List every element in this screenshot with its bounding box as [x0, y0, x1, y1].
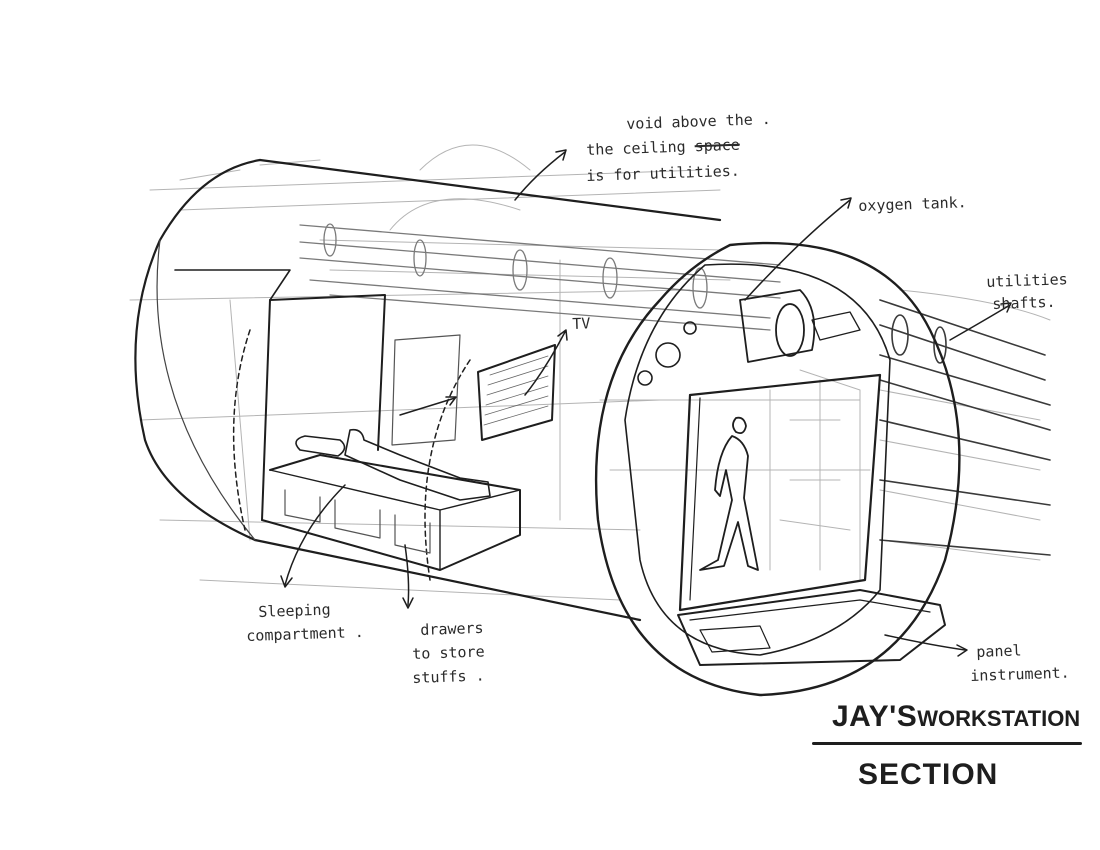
- label-oxygen-tank: oxygen tank.: [858, 193, 967, 215]
- label-sleeping-line1: Sleeping: [258, 600, 331, 621]
- label-utilities-line2: shafts.: [992, 292, 1056, 313]
- oxygen-tank: [739, 289, 861, 363]
- label-void-the: the: [586, 140, 614, 159]
- title-part1: JAY'S: [832, 700, 918, 733]
- rear-window: [391, 334, 461, 446]
- sleeping-compartment: [174, 269, 521, 581]
- sleeping-person: [295, 428, 491, 501]
- pencil-construction-lines: [129, 144, 1051, 601]
- label-void-ceiling: ceiling: [622, 137, 686, 158]
- label-tv: TV: [572, 314, 591, 333]
- label-void-struck-word: space: [694, 135, 741, 156]
- drawing-title: JAY'SWORKSTATION: [832, 700, 1080, 734]
- drawing-subtitle: SECTION: [858, 758, 999, 791]
- ceiling-pipes: [299, 223, 781, 331]
- capsule-body: [134, 158, 722, 622]
- label-drawers-line2: to store: [412, 642, 485, 663]
- utilities-shafts: [879, 299, 1051, 556]
- label-panel-line1: panel: [976, 641, 1022, 661]
- portholes: [637, 321, 697, 386]
- panel-instrument: [677, 589, 946, 666]
- title-part2: WORKSTATION: [917, 706, 1081, 731]
- annotation-arrows: [280, 149, 1012, 657]
- doorway: [678, 373, 882, 612]
- front-section-ring: [594, 241, 961, 697]
- label-utilities-line1: utilities: [986, 270, 1068, 291]
- tv-screen: [477, 344, 556, 441]
- drawers: [284, 489, 431, 554]
- title-underline: [812, 742, 1082, 745]
- label-panel-line2: instrument.: [970, 663, 1070, 685]
- label-sleeping-line2: compartment .: [246, 622, 364, 645]
- label-drawers-line3: stuffs .: [412, 666, 485, 687]
- label-drawers-line1: drawers: [420, 618, 484, 639]
- walking-person: [699, 416, 759, 571]
